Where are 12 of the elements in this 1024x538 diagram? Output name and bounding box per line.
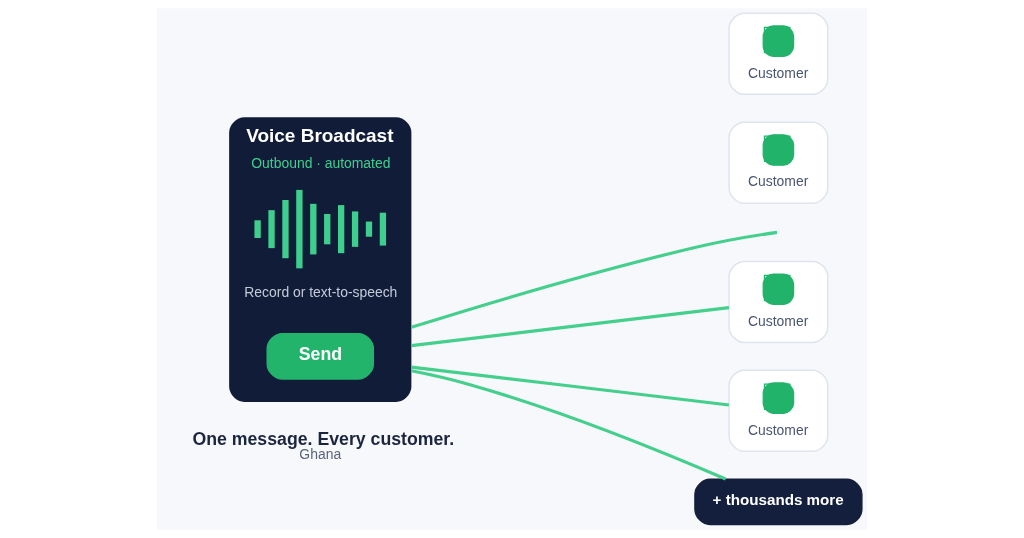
node-box: + thousands more — [694, 478, 863, 526]
connector — [410, 230, 778, 329]
node-box: Customer — [728, 121, 829, 204]
connector — [411, 306, 730, 348]
node-box: Send — [266, 332, 375, 380]
connector — [411, 365, 730, 407]
node-box: Customer — [728, 369, 829, 452]
node-box: Customer — [728, 260, 829, 344]
node-label: One message. Every customer. — [192, 428, 455, 449]
connector — [411, 369, 727, 481]
node-box: Customer — [728, 12, 829, 96]
node-label: Ghana — [299, 446, 342, 463]
